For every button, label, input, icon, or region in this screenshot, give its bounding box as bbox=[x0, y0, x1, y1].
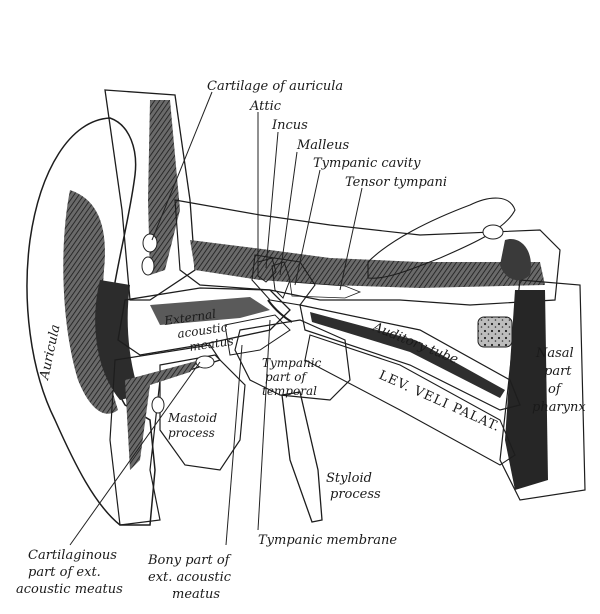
label-styloid-2: process bbox=[330, 487, 381, 502]
leader-tympanic-membrane bbox=[257, 319, 271, 531]
label-external-meatus-3: meatus bbox=[188, 334, 234, 354]
auditory-tube bbox=[299, 304, 521, 411]
auricle bbox=[26, 117, 156, 526]
label-malleus: Malleus bbox=[296, 138, 349, 153]
auditory-tube-lumen bbox=[310, 312, 505, 398]
levator-veli-palatini bbox=[304, 334, 516, 466]
nasopharynx-wall bbox=[499, 279, 586, 501]
auditory-tube-group bbox=[299, 304, 521, 466]
cartilage-of-auricula bbox=[104, 89, 196, 301]
cartilaginous-wall bbox=[109, 344, 221, 526]
label-bony-2: ext. acoustic bbox=[148, 570, 232, 585]
nasopharynx bbox=[499, 239, 586, 501]
cart-island-1 bbox=[195, 355, 215, 369]
label-tympanic-part-3: temporal bbox=[262, 384, 317, 398]
petrous-process bbox=[367, 197, 516, 279]
label-mastoid-1: Mastoid bbox=[167, 411, 217, 425]
external-acoustic-meatus bbox=[117, 287, 291, 356]
label-styloid-1: Styloid bbox=[326, 471, 372, 486]
label-bony-1: Bony part of bbox=[147, 553, 232, 568]
temporal-bone bbox=[174, 197, 561, 306]
meatus-canal bbox=[117, 287, 291, 356]
label-nasal-2: part bbox=[544, 364, 572, 379]
styloid-process-shape bbox=[281, 391, 323, 523]
leader-bony bbox=[225, 344, 243, 546]
label-auricula: Auricula bbox=[37, 323, 63, 382]
label-cartilage-of-auricula: Cartilage of auricula bbox=[207, 79, 343, 94]
nasopharynx-dark bbox=[505, 290, 548, 490]
label-mastoid-2: process bbox=[168, 426, 215, 440]
pharynx-recess bbox=[500, 239, 531, 281]
leader-malleus bbox=[279, 151, 298, 276]
label-external-meatus-2: acoustic bbox=[176, 320, 228, 341]
label-incus: Incus bbox=[271, 118, 308, 133]
auricle-outline bbox=[26, 117, 156, 526]
label-tensor-tympani: Tensor tympani bbox=[345, 175, 447, 190]
label-nasal-4: pharynx bbox=[532, 400, 586, 415]
bony-meatus-shape bbox=[224, 314, 291, 356]
label-tympanic-part-1: Tympanic bbox=[262, 356, 322, 370]
cartilaginous-core bbox=[125, 360, 200, 470]
cartilage-block bbox=[477, 316, 513, 348]
leader-cartilage bbox=[151, 91, 213, 241]
tensor-tympani-muscle bbox=[289, 281, 362, 299]
tympanic-membrane-line bbox=[267, 299, 293, 323]
leader-incus bbox=[265, 131, 279, 269]
cartilage-island-1 bbox=[142, 233, 158, 253]
label-tympanic-membrane: Tympanic membrane bbox=[258, 533, 397, 548]
leader-lines bbox=[69, 91, 363, 546]
label-cartilaginous-1: Cartilaginous bbox=[28, 548, 117, 563]
label-cartilaginous-3: acoustic meatus bbox=[16, 582, 123, 597]
cartilage-plate bbox=[104, 89, 196, 301]
cartilaginous-meatus bbox=[109, 344, 221, 526]
meatus-highlight bbox=[150, 297, 270, 325]
label-cartilaginous-2: part of ext. bbox=[28, 565, 101, 580]
label-attic: Attic bbox=[249, 99, 282, 114]
label-bony-3: meatus bbox=[172, 587, 220, 602]
label-tympanic-cavity: Tympanic cavity bbox=[313, 156, 421, 171]
leader-tensor bbox=[339, 187, 363, 291]
bone-upper-block bbox=[174, 199, 561, 306]
label-nasal-1: Nasal bbox=[535, 346, 574, 361]
leader-cartilaginous bbox=[69, 361, 201, 546]
foramen bbox=[482, 224, 504, 240]
leader-tympanic-cavity bbox=[294, 169, 321, 286]
label-tympanic-part-2: part of bbox=[265, 370, 308, 384]
incus-bone bbox=[257, 257, 277, 283]
label-nasal-3: of bbox=[548, 382, 563, 397]
cartilage-island-2 bbox=[141, 256, 155, 276]
tympanic-part-shape bbox=[234, 319, 351, 401]
cart-island-2 bbox=[151, 396, 165, 414]
